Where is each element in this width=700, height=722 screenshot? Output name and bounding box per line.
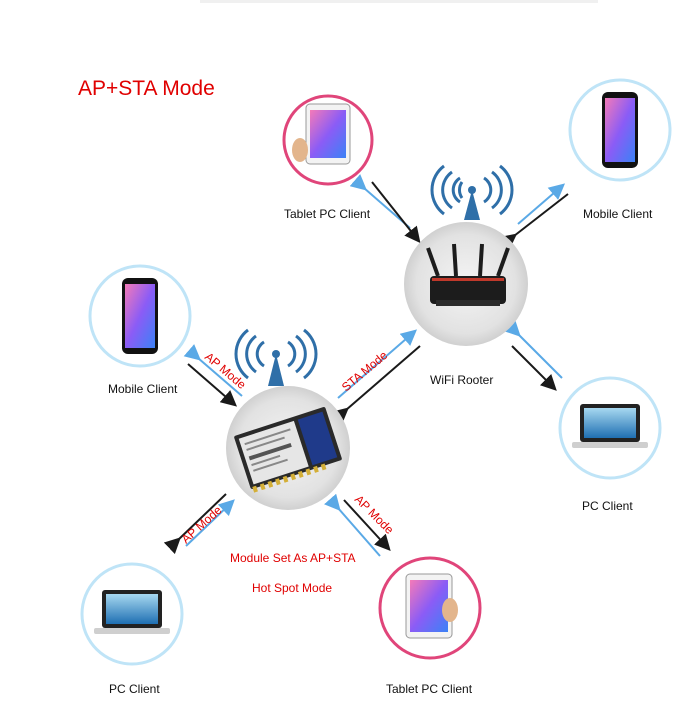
link-tablet-router [349,174,421,244]
tablet-client-top [282,94,374,186]
mobile-client-top-right [568,78,672,182]
module-caption-line1: Module Set As AP+STA [230,551,356,565]
module-hub [226,386,350,510]
link-module-pc [163,493,235,555]
link-label-ap-lower-left: AP Mode [179,503,225,547]
label-mobile-left: Mobile Client [108,382,178,396]
pc-client-right [558,376,662,480]
link-mobile-module [183,344,243,407]
module-caption-line2: Hot Spot Mode [252,581,333,595]
laptop-icon [572,404,648,448]
tablet-client-bottom [378,556,482,660]
label-pc-right: PC Client [582,499,633,513]
wifi-signal-icon [234,328,318,386]
wifi-signal-icon [430,164,514,220]
router-icon [426,243,510,306]
top-divider [200,0,598,3]
mobile-client-left [88,264,192,368]
pc-client-bottom-left [80,562,184,666]
phone-icon [602,92,638,168]
diagram-title: AP+STA Mode [78,77,215,100]
label-router: WiFi Rooter [430,373,494,387]
laptop-icon [94,590,170,634]
link-module-router [331,329,421,424]
phone-icon [122,278,158,354]
link-mobile-router [499,183,569,250]
label-mobile-top-right: Mobile Client [583,207,653,221]
label-tablet-bottom: Tablet PC Client [386,682,473,696]
link-module-tablet [324,493,391,557]
link-router-pc [503,319,563,391]
link-label-sta: STA Mode [339,348,390,394]
wifi-module-icon [234,407,342,493]
label-pc-bottom-left: PC Client [109,682,160,696]
router-hub [404,222,528,346]
label-tablet-top: Tablet PC Client [284,207,371,221]
tablet-icon [405,573,458,639]
tablet-icon [292,103,351,165]
